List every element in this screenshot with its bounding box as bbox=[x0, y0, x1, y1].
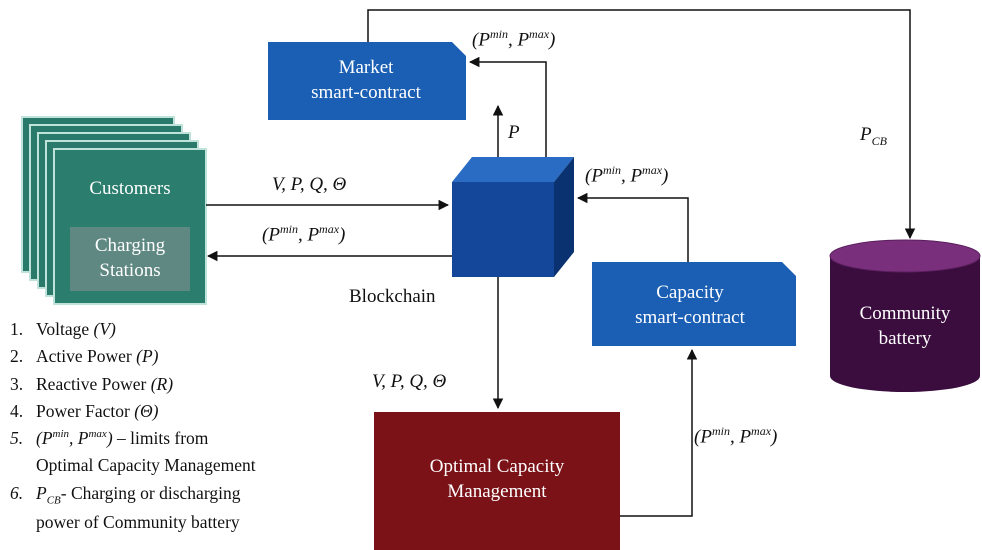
label-pmin-pmax-blockchain: (Pmin, Pmax) bbox=[585, 163, 669, 187]
capacity-line1: Capacity bbox=[656, 282, 724, 304]
label-vpqt-top: V, P, Q, Θ bbox=[272, 174, 347, 195]
charging-line2: Stations bbox=[99, 260, 161, 281]
edge-capacity-market bbox=[468, 56, 547, 157]
legend-item-power-factor: 4. Power Factor (Θ) bbox=[10, 400, 159, 421]
charging-stations-label: Charging Stations bbox=[70, 227, 190, 291]
battery-line2: battery bbox=[878, 328, 932, 349]
capacity-box bbox=[592, 262, 796, 346]
label-pcb: PCB bbox=[860, 124, 887, 148]
label-pmin-pmax-optimal: (Pmin, Pmax) bbox=[694, 424, 778, 448]
optimal-line1: Optimal Capacity bbox=[429, 456, 565, 478]
market-box bbox=[268, 42, 466, 120]
optimal-box bbox=[374, 412, 620, 550]
edge-optimal-capacity bbox=[620, 348, 698, 517]
optimal-line2: Management bbox=[447, 481, 547, 502]
blockchain-cube bbox=[452, 157, 574, 277]
edge-market-battery bbox=[367, 9, 916, 240]
legend-item-reactive-power: 3. Reactive Power (R) bbox=[10, 373, 174, 394]
battery-cylinder bbox=[829, 239, 981, 392]
charging-line1: Charging bbox=[94, 235, 166, 257]
legend-item-active-power: 2. Active Power (P) bbox=[10, 346, 159, 367]
legend: 1. Voltage (V) 2. Active Power (P) 3. Re… bbox=[10, 316, 256, 537]
market-label: Market smart-contract bbox=[268, 42, 464, 120]
label-pmin-pmax-market: (Pmin, Pmax) bbox=[472, 27, 556, 51]
market-line1: Market bbox=[338, 57, 394, 79]
battery-label: Community battery bbox=[830, 292, 980, 362]
blockchain-label: Blockchain bbox=[349, 286, 436, 307]
customers-stack bbox=[21, 116, 207, 305]
label-pmin-pmax-customers: (Pmin, Pmax) bbox=[262, 222, 346, 246]
battery-line1: Community bbox=[859, 303, 951, 325]
legend-item-voltage: 1. Voltage (V) bbox=[10, 319, 116, 339]
capacity-label: Capacity smart-contract bbox=[592, 266, 788, 346]
legend-item-pcb: 6. PCB- Charging or discharging power of… bbox=[10, 482, 241, 533]
optimal-label: Optimal Capacity Management bbox=[374, 440, 620, 520]
legend-item-limits: 5. (Pmin, Pmax) – limits from Optimal Ca… bbox=[10, 428, 256, 476]
customers-title: Customers bbox=[89, 177, 171, 199]
label-vpqt-bottom: V, P, Q, Θ bbox=[372, 371, 447, 392]
edge-capacity-blockchain bbox=[576, 192, 689, 262]
market-line2: smart-contract bbox=[311, 82, 421, 103]
label-p: P bbox=[508, 122, 520, 143]
capacity-line2: smart-contract bbox=[635, 307, 745, 328]
